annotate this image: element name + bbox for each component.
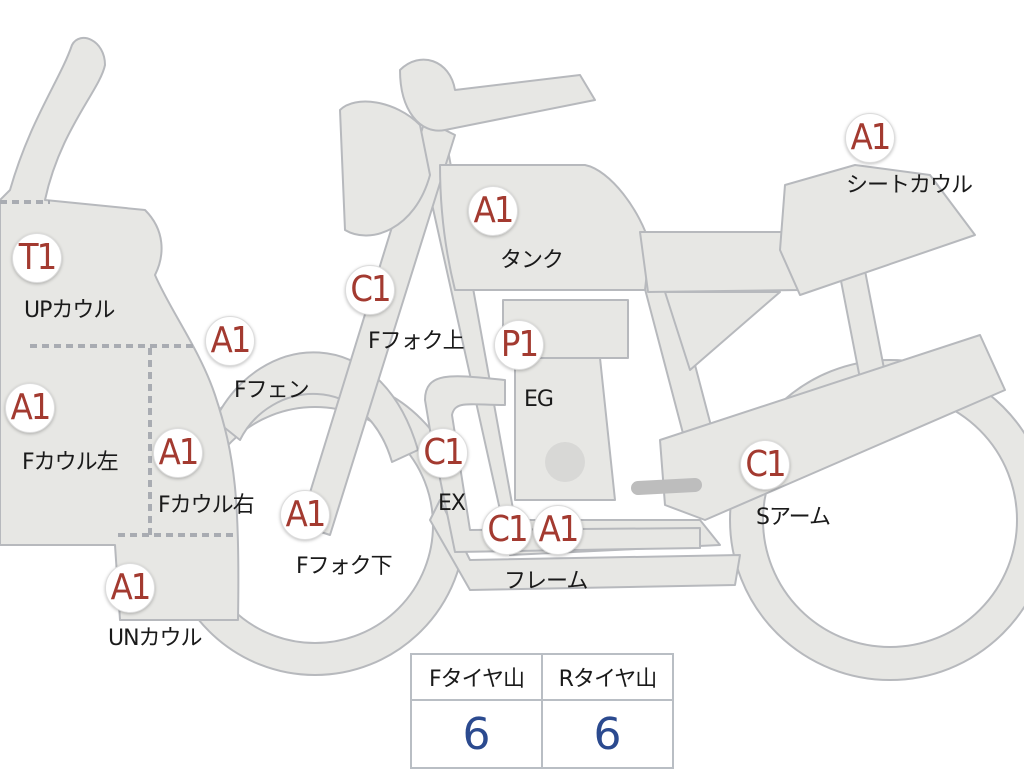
up-cowl-code: T1 (18, 237, 57, 278)
up-cowl-label: UPカウル (24, 298, 115, 323)
headlight (339, 100, 431, 237)
engine-block (514, 357, 616, 501)
frame-code-1: C1 (487, 509, 528, 550)
engine-code-badge: P1 (494, 320, 544, 370)
un-cowl-code-badge: A1 (105, 563, 155, 613)
seat-cowl-code-badge: A1 (845, 113, 895, 163)
frame-label: フレーム (504, 569, 588, 594)
f-fork-lower-code: A1 (285, 494, 327, 535)
rear-shroud (664, 291, 781, 371)
tank-code: A1 (473, 190, 515, 231)
frame-code-2: A1 (538, 509, 580, 550)
swing-arm-code: C1 (745, 444, 786, 485)
f-cowl-left-code: A1 (10, 387, 52, 428)
exhaust-label: EX (438, 491, 466, 516)
un-cowl-code: A1 (110, 567, 152, 608)
f-cowl-left-code-badge: A1 (5, 383, 55, 433)
seat (639, 231, 801, 293)
frame-code-badge-2: A1 (533, 505, 583, 555)
cowl-body (0, 36, 240, 621)
f-fork-upper-code: C1 (350, 269, 391, 310)
front-tire-header: Fタイヤ山 (410, 653, 543, 701)
f-fender-code-badge: A1 (205, 316, 255, 366)
frame-code-badge-1: C1 (482, 505, 532, 555)
seat-cowl (779, 164, 976, 296)
swing-arm-label: Sアーム (756, 505, 831, 530)
f-cowl-right-code-badge: A1 (153, 428, 203, 478)
tank-label: タンク (500, 248, 564, 273)
seat-cowl-code: A1 (850, 117, 892, 158)
engine-cover (545, 442, 585, 482)
engine-label: EG (524, 387, 554, 412)
exhaust-code-badge: C1 (418, 428, 468, 478)
f-cowl-left-label: Fカウル左 (22, 450, 119, 475)
engine-code: P1 (500, 324, 539, 365)
f-fender-label: Fフェン (234, 378, 310, 403)
front-tire-value: 6 (410, 699, 543, 769)
f-fork-lower-code-badge: A1 (280, 490, 330, 540)
f-cowl-right-code: A1 (158, 432, 200, 473)
frame-lower (429, 499, 741, 591)
f-cowl-right-label: Fカウル右 (158, 493, 255, 518)
un-cowl-label: UNカウル (108, 626, 203, 651)
tire-tread-table: Fタイヤ山 Rタイヤ山 6 6 (410, 653, 674, 769)
f-fork-upper-label: Fフォク上 (368, 329, 465, 354)
exhaust-pipe (424, 375, 701, 553)
tank-code-badge: A1 (468, 186, 518, 236)
up-cowl-code-badge: T1 (12, 233, 62, 283)
handlebar (399, 58, 596, 132)
f-fork-lower-label: Fフォク下 (296, 554, 393, 579)
rear-tire-header: Rタイヤ山 (541, 653, 674, 701)
exhaust-code: C1 (423, 432, 464, 473)
f-fork-upper-code-badge: C1 (345, 265, 395, 315)
rear-tire-value: 6 (541, 699, 674, 769)
f-fender-code: A1 (210, 320, 252, 361)
swing-arm-code-badge: C1 (740, 440, 790, 490)
swing-arm-pivot (631, 478, 702, 495)
seat-cowl-label: シートカウル (846, 173, 973, 198)
